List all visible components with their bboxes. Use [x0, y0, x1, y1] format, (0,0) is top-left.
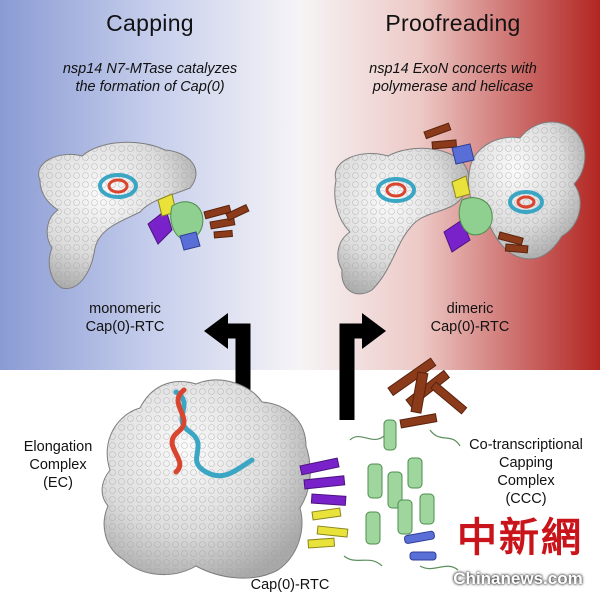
dimeric-nsp16-green [458, 197, 493, 236]
dimeric-helix-blue [451, 143, 475, 165]
dimeric-nsp10-yellow [451, 175, 471, 199]
monomeric-nsp12-purple [147, 209, 173, 245]
cap0-rtc-label: Cap(0)-RTC [250, 577, 330, 593]
ccc-label-line-1: Co-transcriptional [469, 437, 583, 453]
monomeric-label-line-2: Cap(0)-RTC [85, 319, 165, 335]
dimeric-rna-blue-right [508, 190, 544, 214]
dimeric-label-line-1: dimeric [446, 301, 494, 317]
ec-label-line-2: Complex [29, 457, 87, 473]
monomeric-rtc-surface-texture [38, 142, 196, 289]
dimeric-rtc-surface-left-texture [334, 148, 469, 294]
ccc-label-line-4: (CCC) [505, 491, 547, 507]
arrow-to-dimeric-head [362, 313, 386, 349]
capping-subtitle-line-1: nsp14 N7-MTase catalyzes [62, 61, 238, 77]
elongation-complex-label: Elongation Complex (EC) [8, 438, 108, 492]
loop-coil-lines [343, 429, 461, 571]
helix-blue-segments [403, 530, 437, 561]
capping-heading: Capping [106, 10, 194, 36]
monomeric-nsp14-brown [203, 204, 250, 239]
cap0-rtc-structure [101, 357, 468, 579]
nsp12-purple-helices [299, 457, 347, 506]
monomeric-rna-red [107, 178, 129, 194]
proofreading-subtitle-line-2: polymerase and helicase [372, 79, 534, 95]
ccc-label-line-2: Capping [498, 455, 553, 471]
dimeric-rtc-structure [334, 121, 586, 295]
dimeric-rna-red-right [516, 195, 536, 209]
chinanews-logo: 中新網 [457, 514, 583, 561]
dimeric-label-line-2: Cap(0)-RTC [430, 319, 510, 335]
arrow-to-dimeric-icon [339, 323, 368, 420]
monomeric-rtc-structure [38, 141, 250, 289]
arrow-to-monomeric-head [204, 313, 228, 349]
ec-label-line-3: (EC) [43, 475, 73, 491]
monomeric-label: monomeric Cap(0)-RTC [60, 300, 190, 336]
monomeric-label-line-1: monomeric [89, 301, 161, 317]
dimeric-nsp14-brown [423, 122, 529, 254]
nsp16-green-helices [365, 419, 435, 545]
proofreading-subtitle-line-1: nsp14 ExoN concerts with [369, 61, 537, 77]
elongation-complex-surface-texture [102, 380, 311, 579]
chinanews-url: Chinanews.com [453, 569, 583, 588]
ec-label-line-1: Elongation [23, 439, 93, 455]
nsp14-brown-sheets [387, 357, 468, 429]
ccc-label-line-3: Complex [497, 473, 555, 489]
monomeric-helix-blue [179, 231, 201, 251]
dimeric-rna-red-left [385, 182, 407, 198]
capping-subtitle: nsp14 N7-MTase catalyzes the formation o… [20, 60, 280, 96]
capping-complex-label: Co-transcriptional Capping Complex (CCC) [456, 436, 596, 508]
nsp10-yellow-helices [307, 507, 349, 549]
rna-helix-strand-red [169, 387, 187, 475]
dimeric-label: dimeric Cap(0)-RTC [405, 300, 535, 336]
dimeric-rna-blue-left [376, 177, 416, 203]
proofreading-heading: Proofreading [385, 10, 521, 36]
capping-subtitle-line-2: the formation of Cap(0) [75, 79, 225, 95]
monomeric-rna-blue [98, 173, 138, 199]
monomeric-nsp16-green [170, 201, 204, 241]
proofreading-subtitle: nsp14 ExoN concerts with polymerase and … [318, 60, 588, 96]
